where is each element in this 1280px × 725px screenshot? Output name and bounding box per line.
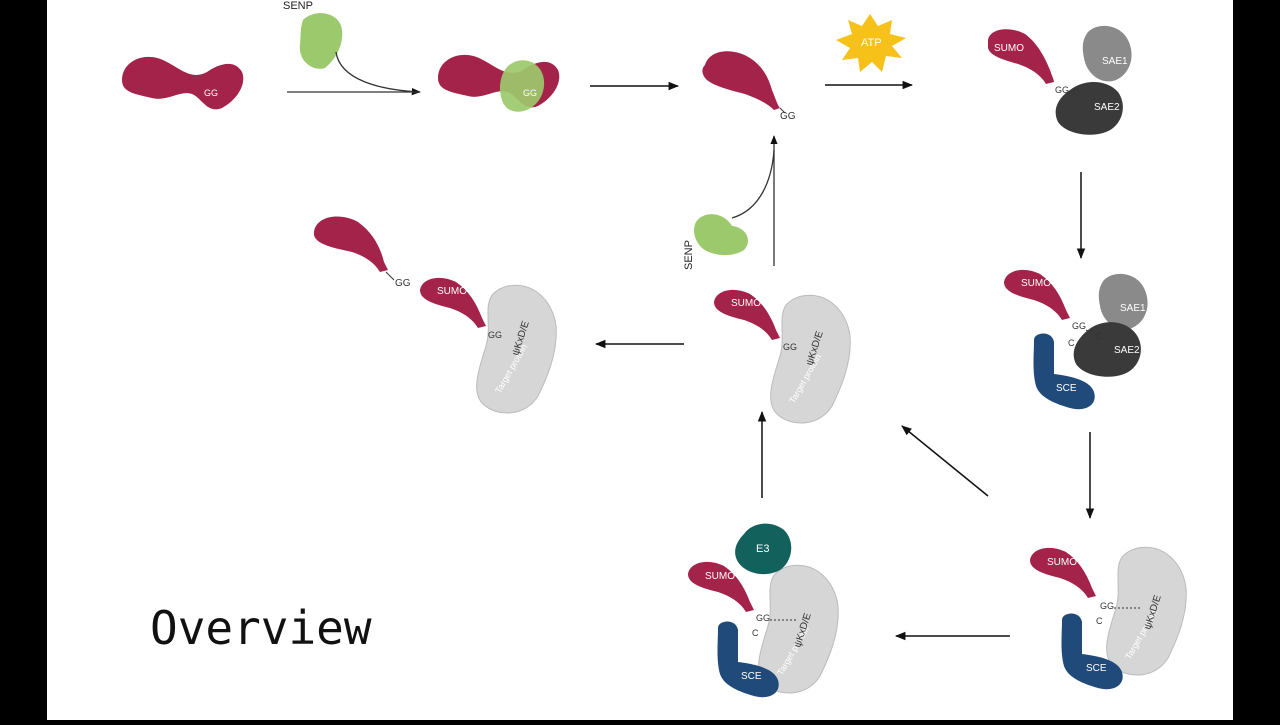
c-label-5a: C [1096,331,1103,341]
atp-burst: ATP [836,14,906,72]
atp-label: ATP [861,37,882,49]
sumo-label-9: SUMO [437,286,467,297]
sae2-label-5: SAE2 [1114,345,1140,356]
sumo-sce-target-complex: Target protein ψKxD/E SUMO SCE GG C [1030,546,1187,690]
senp-label-top: SENP [283,0,313,12]
gg-label-4: GG [1055,85,1069,95]
gg-label-5: GG [1072,321,1086,331]
sae2-label-4: SAE2 [1094,102,1120,113]
gg-label-1: GG [204,88,218,98]
c-label-6: C [1096,616,1103,626]
gg-label-7: GG [756,613,770,623]
c-label-5b: C [1068,338,1075,348]
e3-complex: Target protein ψKxD/E E3 SUMO SCE GG C [688,523,839,698]
sae1-label-5: SAE1 [1120,303,1146,314]
sumoylated-target: Target protein ψKxD/E SUMO GG [714,289,851,424]
sce-label-7: SCE [741,671,762,682]
released-sumo-and-target: GG Target protein ψKxD/E SUMO GG [313,216,557,414]
e3-label: E3 [756,543,769,555]
senp-curve-arrow-mid [731,149,775,219]
sumo-label-7: SUMO [705,571,735,582]
pro-sumo-with-senp: GG [438,54,560,112]
gg-label-6: GG [1100,601,1114,611]
c-label-7: C [752,628,759,638]
senp-curve-arrow-top [335,51,421,96]
gg-label-9a: GG [395,278,411,289]
sce-label-6: SCE [1086,663,1107,674]
mature-sumo-top [702,51,786,114]
sce-label-5: SCE [1056,383,1077,394]
c-label-4: C [1073,87,1080,97]
gg-label-9b: GG [488,330,502,340]
sumo-sae-complex: SUMO SAE1 SAE2 GG C [988,25,1132,135]
gg-label-8: GG [783,342,797,352]
arrow-step6-direct [901,425,989,497]
page-title: Overview [150,601,372,655]
senp-enzyme-top: SENP [283,0,343,69]
sumo-label-6: SUMO [1047,557,1077,568]
pro-sumo-1: GG [122,56,244,110]
sumo-label-8: SUMO [731,298,761,309]
gg-label-mature: GG [780,111,796,122]
senp-label-mid: SENP [683,240,695,270]
sae1-label-4: SAE1 [1102,56,1128,67]
sumo-sae-sce-complex: SUMO SAE1 SAE2 SCE GG C C [1004,269,1148,410]
gg-label-2: GG [523,88,537,98]
sumo-label-5: SUMO [1021,278,1051,289]
sumo-label-4: SUMO [994,43,1024,54]
senp-enzyme-mid: SENP [683,214,748,270]
